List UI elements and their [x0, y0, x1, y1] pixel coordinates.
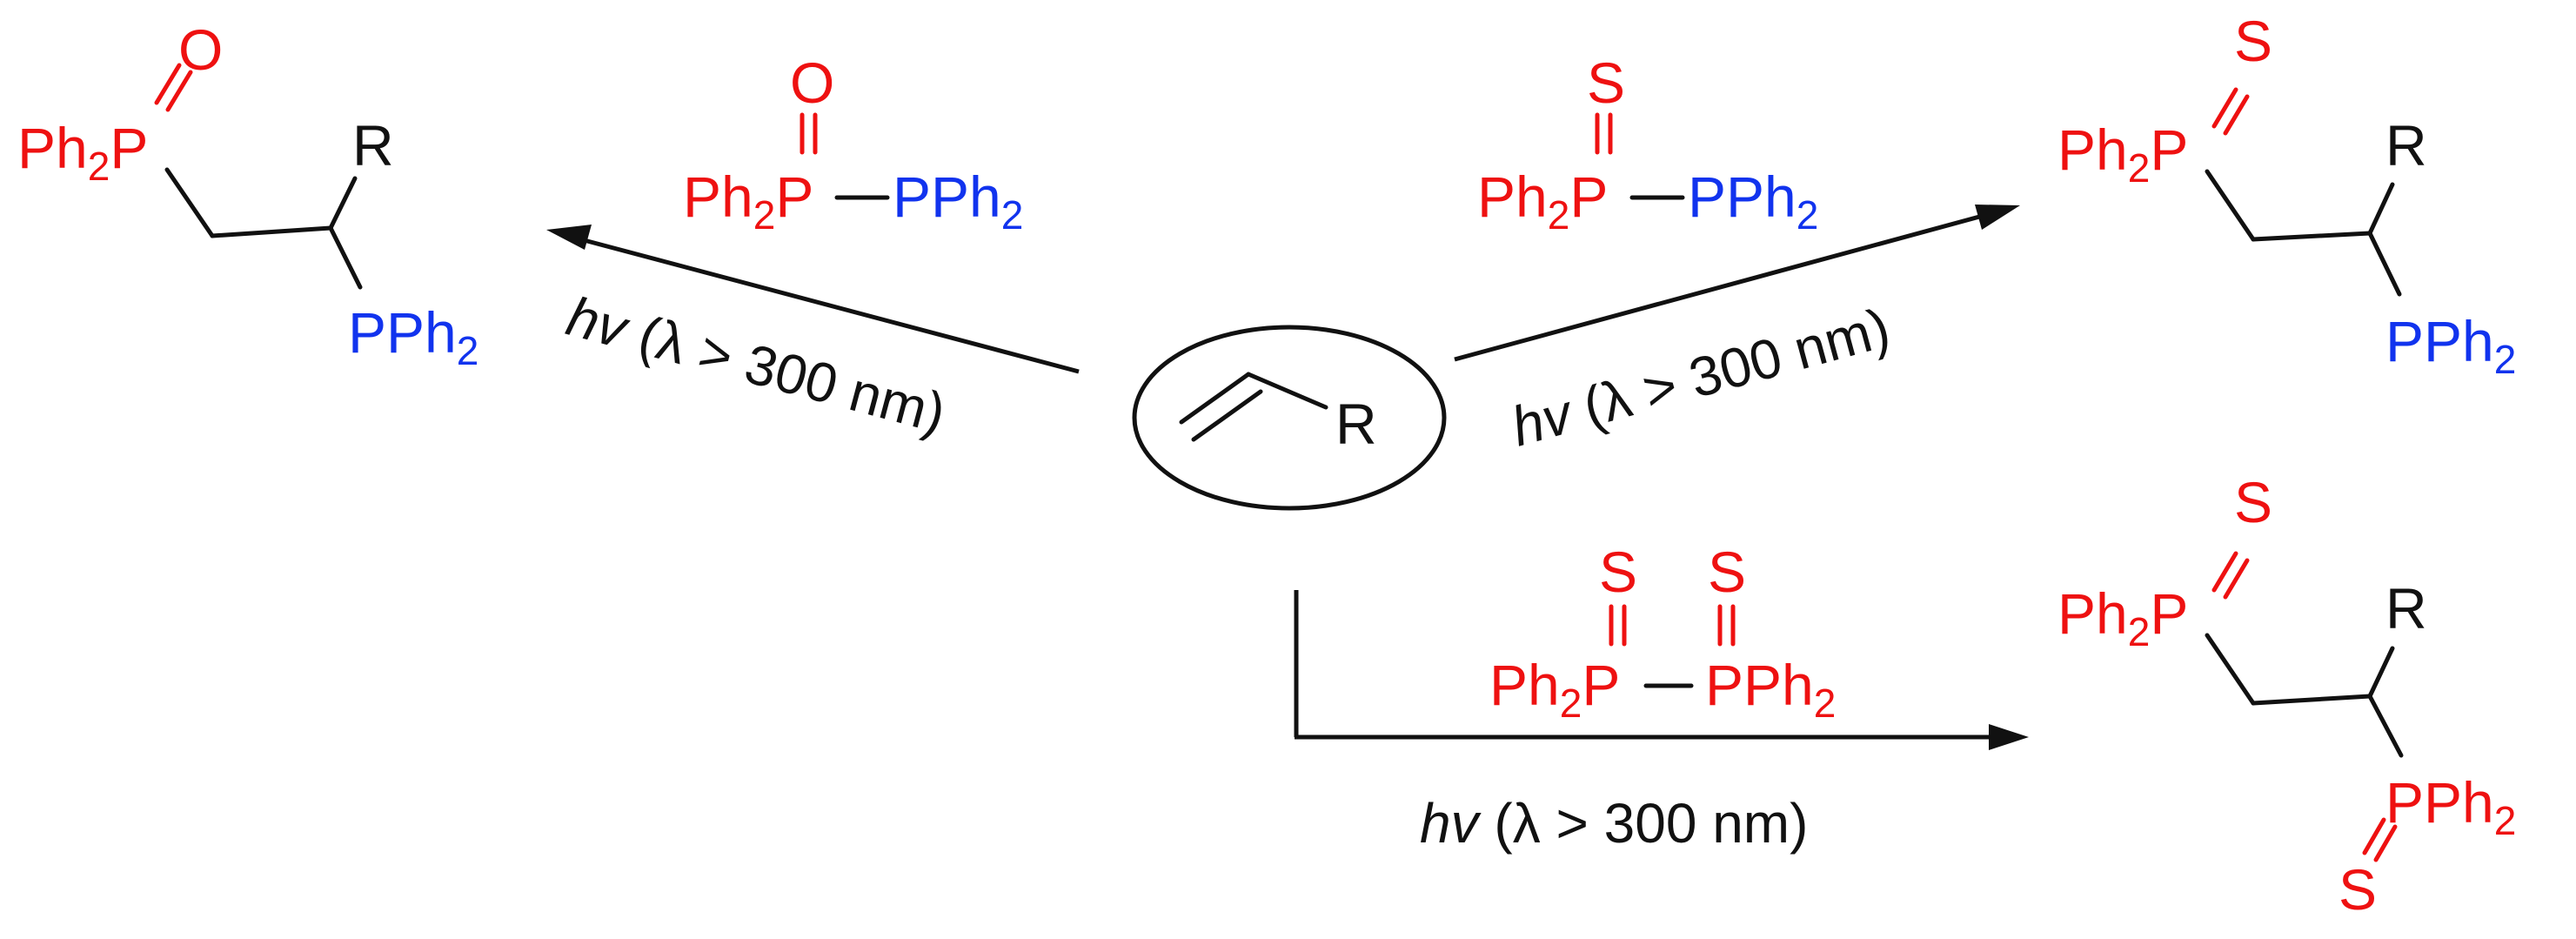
arrow-lower	[1294, 590, 2029, 750]
product2-r: R	[2385, 113, 2427, 178]
reagent1-pph2: PPh2	[893, 164, 1023, 238]
reagent-phosphine-sulfide: S Ph2P PPh2	[1477, 50, 1818, 238]
reagent2-s: S	[1587, 50, 1625, 115]
arrow-left	[546, 225, 1080, 374]
arrow-upper-right-head	[1975, 205, 2020, 230]
product-oxide-phosphine: O Ph2P R PPh2	[17, 17, 478, 373]
reagent3-ph2p: Ph2P	[1489, 653, 1620, 726]
product-sulfide-phosphine: S Ph2P R PPh2	[2057, 9, 2516, 382]
product2-s: S	[2234, 9, 2272, 73]
product3-r: R	[2385, 576, 2427, 641]
condition-left: hv (λ > 300 nm)	[560, 285, 952, 445]
reagent2-pph2: PPh2	[1688, 164, 1818, 238]
condition-lower: hv (λ > 300 nm)	[1420, 792, 1808, 855]
product1-r: R	[352, 113, 394, 178]
substrate-alkene: R	[1132, 325, 1447, 511]
arrow-lower-head	[1989, 724, 2029, 750]
reagent2-ph2p: Ph2P	[1477, 164, 1608, 238]
product1-ph2p: Ph2P	[17, 116, 148, 189]
product3-s-top: S	[2234, 470, 2272, 534]
product2-ph2p: Ph2P	[2057, 117, 2188, 191]
reagent1-o: O	[790, 50, 834, 115]
reagent-phosphine-oxide: O Ph2P PPh2	[683, 50, 1023, 238]
arrow-upper-right	[1454, 205, 2020, 362]
product2-pph2: PPh2	[2385, 309, 2516, 382]
product3-ph2p: Ph2P	[2057, 581, 2188, 654]
product1-o: O	[178, 17, 223, 82]
substrate-ellipse	[1132, 325, 1447, 511]
reagent1-ph2p: Ph2P	[683, 164, 813, 238]
reagent-diphosphine-disulfide: S S Ph2P PPh2	[1489, 540, 1836, 726]
vinyl-r-bond	[1246, 372, 1328, 410]
product1-pph2: PPh2	[348, 300, 478, 373]
product-bis-sulfide: S Ph2P R PPh2 S	[2057, 470, 2516, 922]
vinyl-double-bond-b	[1191, 389, 1263, 442]
arrow-left-head	[546, 225, 592, 250]
substrate-r-label: R	[1335, 392, 1377, 456]
condition-upper-right: hv (λ > 300 nm)	[1505, 296, 1897, 459]
reagent3-s-left: S	[1599, 540, 1637, 604]
product3-s-bottom: S	[2338, 857, 2377, 922]
reagent3-pph2: PPh2	[1705, 653, 1836, 726]
vinyl-double-bond-a	[1179, 372, 1251, 425]
product3-pph2: PPh2	[2385, 770, 2516, 843]
reagent3-s-right: S	[1708, 540, 1746, 604]
